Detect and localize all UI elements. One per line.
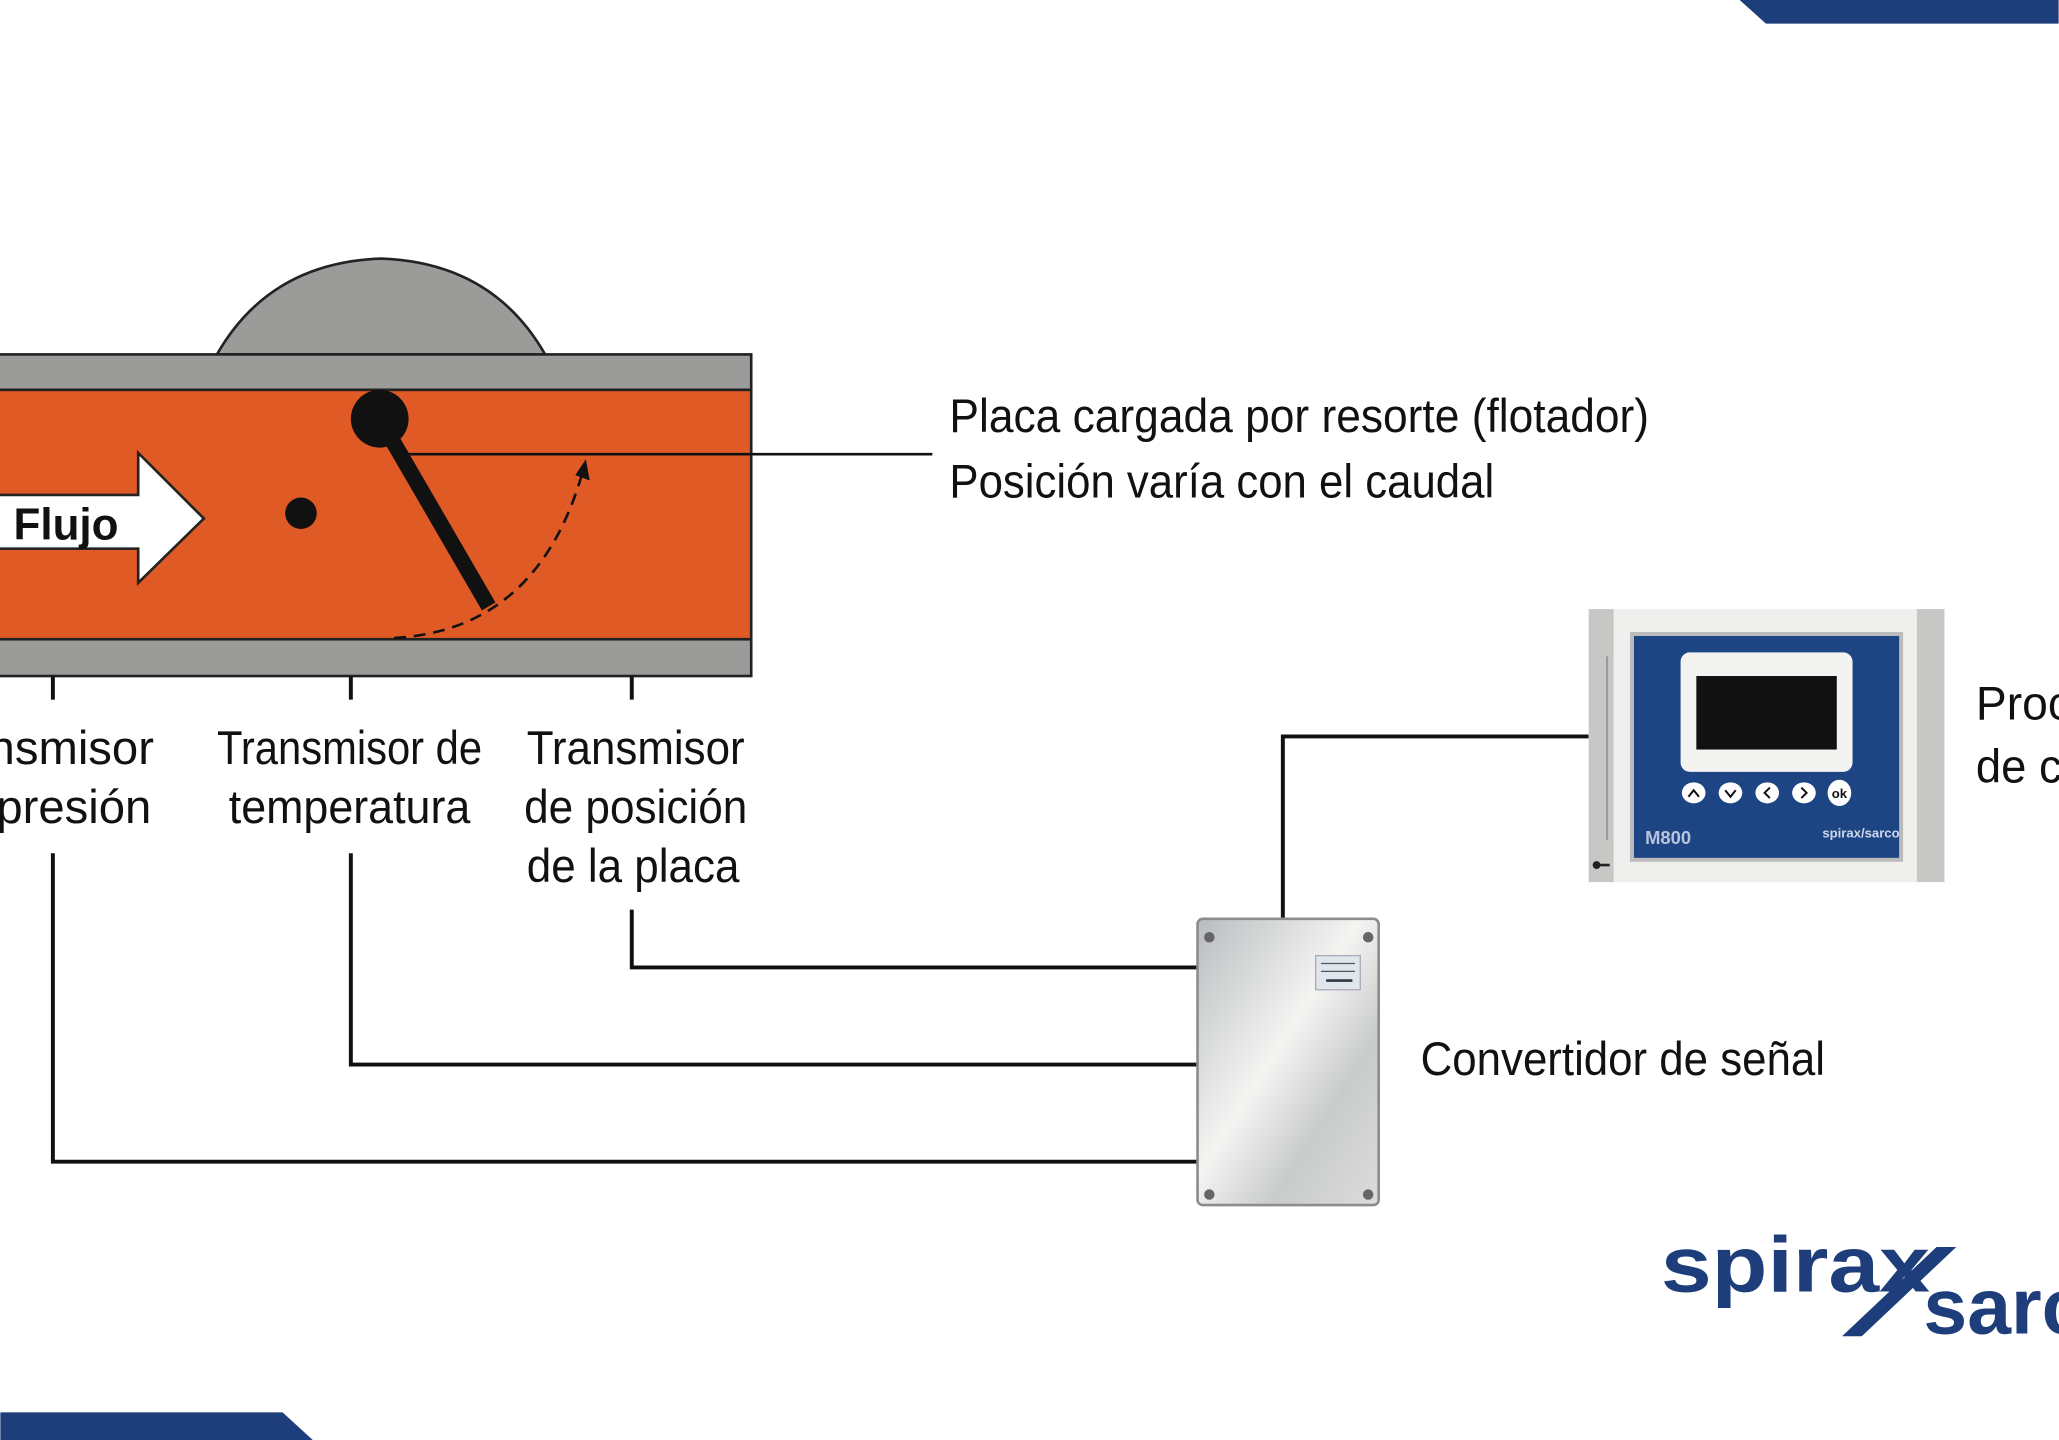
flow-processor-m800: ok M800 spirax/sarco [1588,609,1945,883]
spring-plate-pivot [350,389,409,448]
wire-temperature [348,853,1198,1067]
processor-model: M800 [1645,827,1691,848]
label-line: Transmisor [527,722,745,775]
callout-line-1: Placa cargada por resorte (flotador) [949,390,1649,443]
position-transmitter-label: Transmisor de posición de la placa [524,722,747,893]
button-right[interactable] [1792,782,1816,804]
pipe-dome [214,257,548,356]
spirax-sarco-logo: spirax sarco [1661,1221,2059,1351]
label-line: temperatura [229,781,471,834]
button-down[interactable] [1718,782,1743,804]
temperature-transmitter-label: Transmisor de temperatura [217,722,482,834]
spring-plate-arm [372,414,496,611]
pipe-bottom-wall [0,637,753,678]
pressure-transmitter-label: Transmisor de presión [0,722,154,834]
logo-slash [1842,1247,1957,1337]
button-up[interactable] [1681,782,1706,804]
label-line: de posición [524,781,747,834]
pipe-section: Flujo [0,257,753,678]
ok-label: ok [1832,786,1848,801]
logo-word-sarco: sarco [1923,1263,2059,1351]
label-line: de la placa [527,840,740,893]
label-line: Transmisor de [217,722,482,775]
flow-label: Flujo [13,501,118,550]
signal-converter-box [1196,917,1380,1207]
processor-label-line-2: de caudal [1976,740,2059,793]
processor-left-strip [1588,609,1614,883]
logo-word-spirax: spirax [1661,1221,1930,1309]
reference-dot [285,497,317,530]
plate-travel-arrowhead [575,459,590,481]
processor-right-strip [1916,609,1945,883]
button-ok[interactable]: ok [1827,779,1852,806]
processor-label-line-1: Procesador [1976,677,2059,730]
button-left[interactable] [1755,782,1780,804]
top-right-accent-bar [1739,0,2059,24]
processor-brand: spirax/sarco [1822,825,1899,840]
converter-label: Convertidor de señal [1421,1033,1825,1086]
pipe-top-wall [0,353,753,392]
converter-nameplate [1315,954,1361,991]
flow-arrow-icon [0,449,206,586]
wire-pressure [50,853,1198,1164]
wire-position [629,909,1198,970]
wire-converter-processor [1280,734,1589,919]
callout-line-2: Posición varía con el caudal [949,456,1494,509]
processor-screen [1696,676,1837,750]
label-line: Transmisor [0,722,154,775]
bottom-left-accent-bar [0,1412,313,1440]
label-line: de presión [0,781,151,834]
